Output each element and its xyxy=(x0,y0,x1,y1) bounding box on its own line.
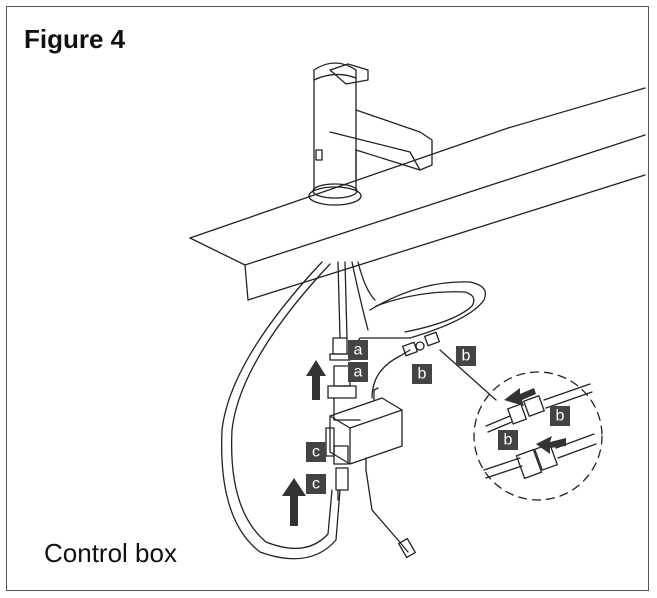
badge-c-1: c xyxy=(312,444,320,461)
arrow-up-lower xyxy=(282,478,306,526)
badge-b-4-box xyxy=(498,430,518,450)
arrows xyxy=(282,360,566,526)
label-badges: a a b b b b c c xyxy=(306,340,570,494)
arrow-up-upper xyxy=(306,360,326,400)
badge-b-2: b xyxy=(418,366,427,383)
badge-b-1-box xyxy=(456,346,476,366)
figure-title: Figure 4 xyxy=(24,24,126,54)
arrow-detail-b xyxy=(504,388,536,406)
badge-b-4: b xyxy=(504,432,513,449)
detail-circle xyxy=(473,371,603,501)
callout-line xyxy=(439,349,497,401)
badge-a-2: a xyxy=(354,364,363,381)
faucet xyxy=(308,62,433,206)
arrow-detail-lower xyxy=(536,436,566,454)
badge-a-2-box xyxy=(348,362,368,382)
badge-b-3: b xyxy=(556,408,565,425)
badge-c-2-box xyxy=(306,474,326,494)
control-box xyxy=(325,387,403,471)
badge-a-1: a xyxy=(354,342,363,359)
sensor-cable xyxy=(365,349,416,559)
countertop xyxy=(189,87,646,301)
figure-caption: Control box xyxy=(44,538,177,568)
plugs-b xyxy=(402,331,440,357)
badge-b-1: b xyxy=(462,348,471,365)
detail-connectors xyxy=(483,383,597,480)
badge-b-2-box xyxy=(412,364,432,384)
badge-b-3-box xyxy=(550,406,570,426)
connector-c xyxy=(333,445,349,501)
badge-a-1-box xyxy=(348,340,368,360)
hoses xyxy=(221,261,487,560)
badge-c-2: c xyxy=(312,476,320,493)
badge-c-1-box xyxy=(306,442,326,462)
figure-frame xyxy=(6,6,649,591)
